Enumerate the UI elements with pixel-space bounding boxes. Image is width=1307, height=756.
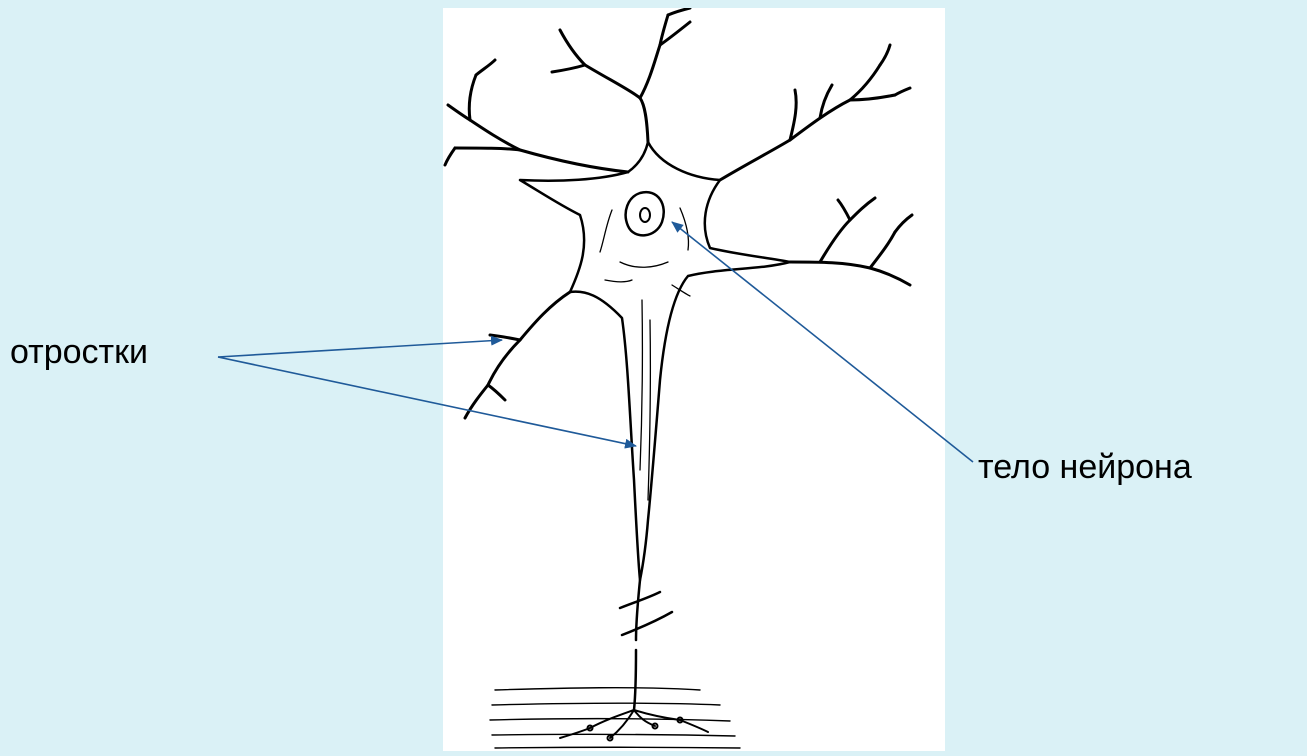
arrow-to-axon: [218, 357, 636, 446]
arrow-to-dendrite: [218, 340, 502, 357]
arrow-to-soma: [672, 222, 973, 462]
label-processes: отростки: [10, 333, 148, 372]
label-neuron-body: тело нейрона: [978, 448, 1192, 487]
